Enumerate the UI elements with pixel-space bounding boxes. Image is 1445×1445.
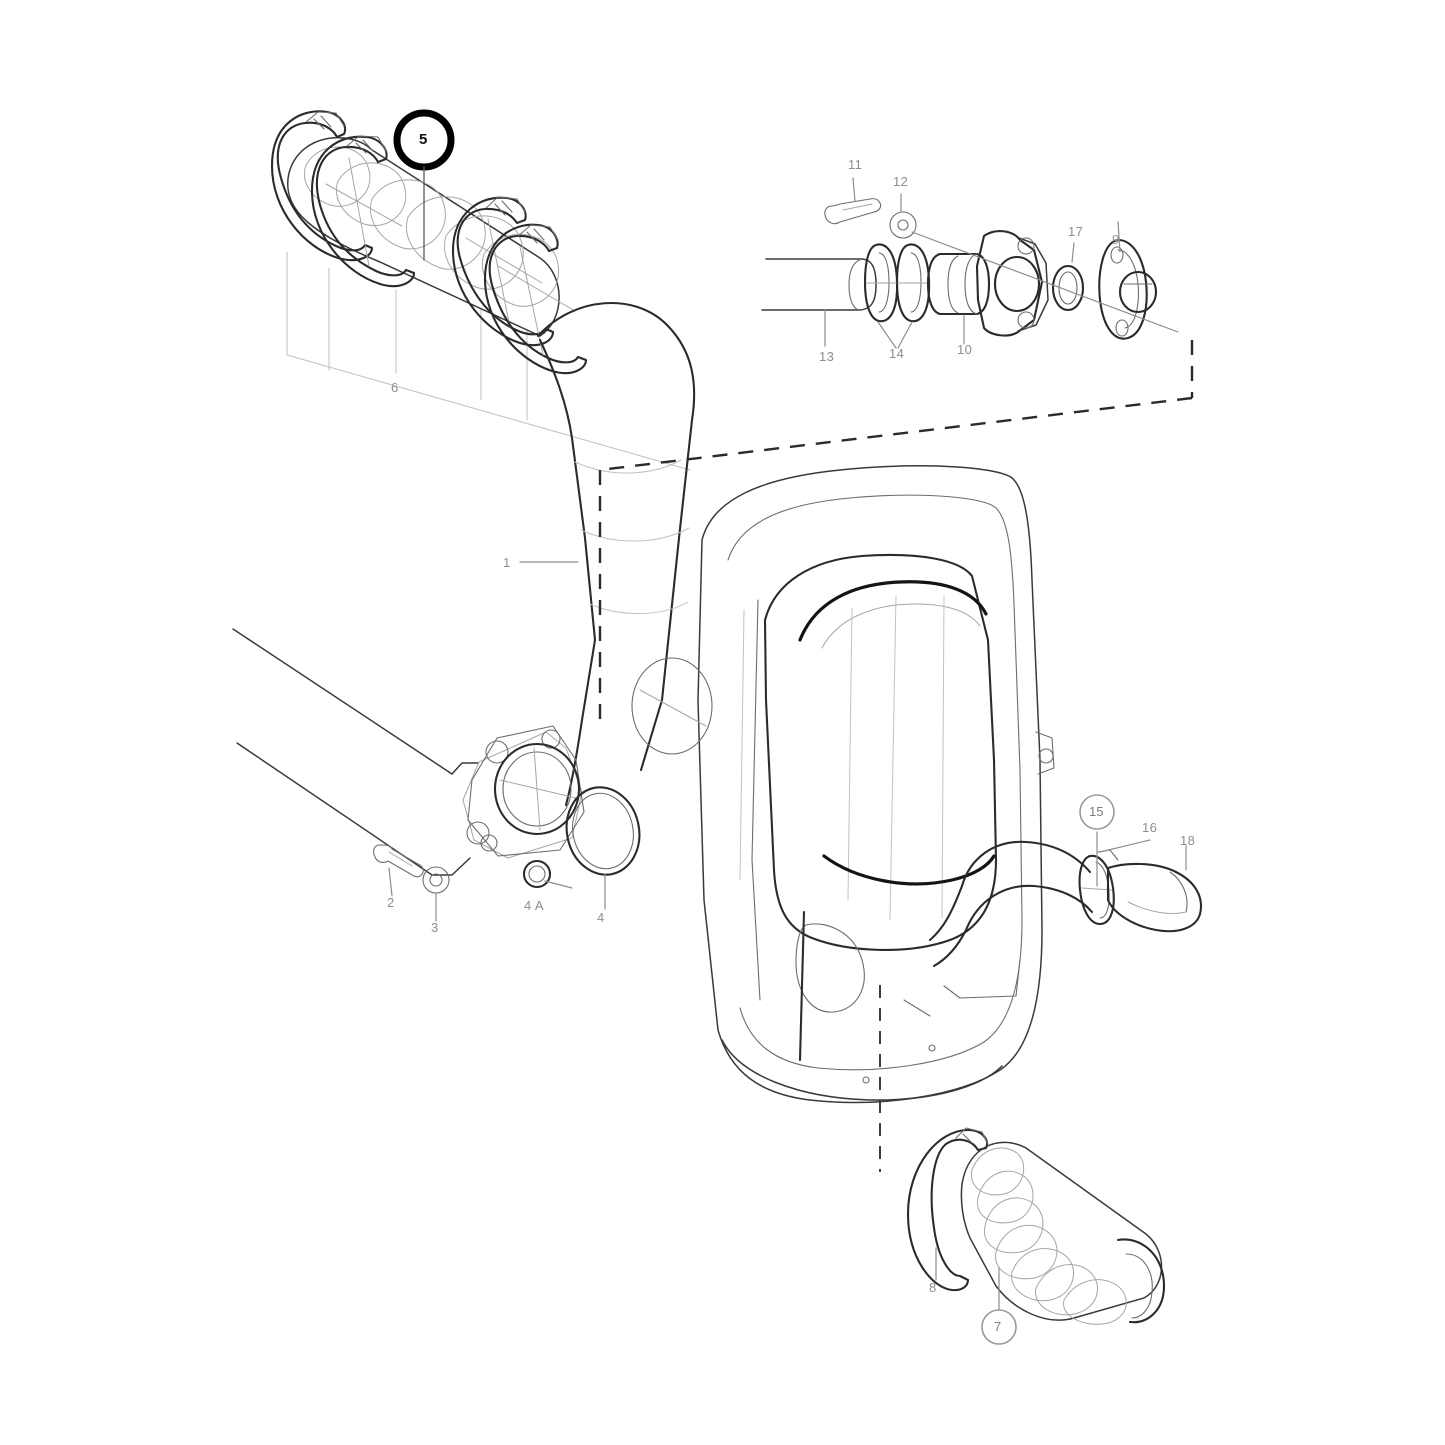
- callout-16: 16: [1142, 820, 1158, 835]
- callout-7: 7: [994, 1319, 1002, 1334]
- callout-balloon-15: [1079, 794, 1115, 830]
- exhaust-housing: [975, 230, 1049, 337]
- corrugated-hose-assembly: [906, 1127, 1166, 1325]
- callout-1: 1: [503, 555, 511, 570]
- screw-11: [824, 177, 882, 225]
- callout-18: 18: [1180, 833, 1196, 848]
- end-flange-9: [1098, 221, 1158, 340]
- nipple-fitting-18: [1106, 845, 1202, 933]
- exhaust-pipe-13: [761, 258, 877, 347]
- water-hose-assembly: [928, 831, 1202, 968]
- gasket-17: [1051, 242, 1085, 312]
- hose-clamp-1: [270, 110, 374, 262]
- exhaust-elbow-pipe: [519, 301, 696, 807]
- callout-2: 2: [387, 895, 395, 910]
- hose-clamp-8: [906, 1127, 989, 1292]
- callout-balloon-7: [981, 1309, 1017, 1345]
- callout-5: 5: [419, 131, 428, 148]
- seal-rings-14: [863, 243, 931, 349]
- callout-13: 13: [819, 349, 835, 364]
- callout-10: 10: [957, 342, 973, 357]
- callout-15: 15: [1089, 804, 1104, 819]
- hose-clamp-3: [451, 196, 555, 347]
- callout-4: 4: [597, 910, 605, 925]
- callout-6: 6: [391, 380, 399, 395]
- o-ring-large-4: [565, 786, 641, 910]
- hose-clamp-2: [310, 135, 416, 288]
- callout-17: 17: [1068, 224, 1084, 239]
- washer-12: [889, 193, 917, 239]
- callout-8: 8: [929, 1280, 937, 1295]
- callout-11: 11: [848, 157, 863, 172]
- assembly-projection-lines: [598, 340, 1194, 1172]
- o-ring-small-4a: [522, 859, 573, 889]
- hose-clamp-4: [483, 223, 588, 375]
- washer-3: [422, 866, 450, 922]
- hose-bellows-assembly: [270, 110, 691, 471]
- callout-4a: 4 A: [524, 898, 544, 913]
- sleeve-10: [926, 252, 991, 345]
- callout-14: 14: [889, 346, 905, 361]
- transom-flange-assembly: [232, 628, 641, 922]
- exhaust-pipe-exploded-assembly: [761, 177, 1179, 349]
- callout-9: 9: [1112, 232, 1120, 247]
- callout-12: 12: [893, 174, 909, 189]
- transom-shield-housing: [631, 465, 1055, 1104]
- callout-3: 3: [431, 920, 439, 935]
- hex-bolt-2: [373, 844, 424, 897]
